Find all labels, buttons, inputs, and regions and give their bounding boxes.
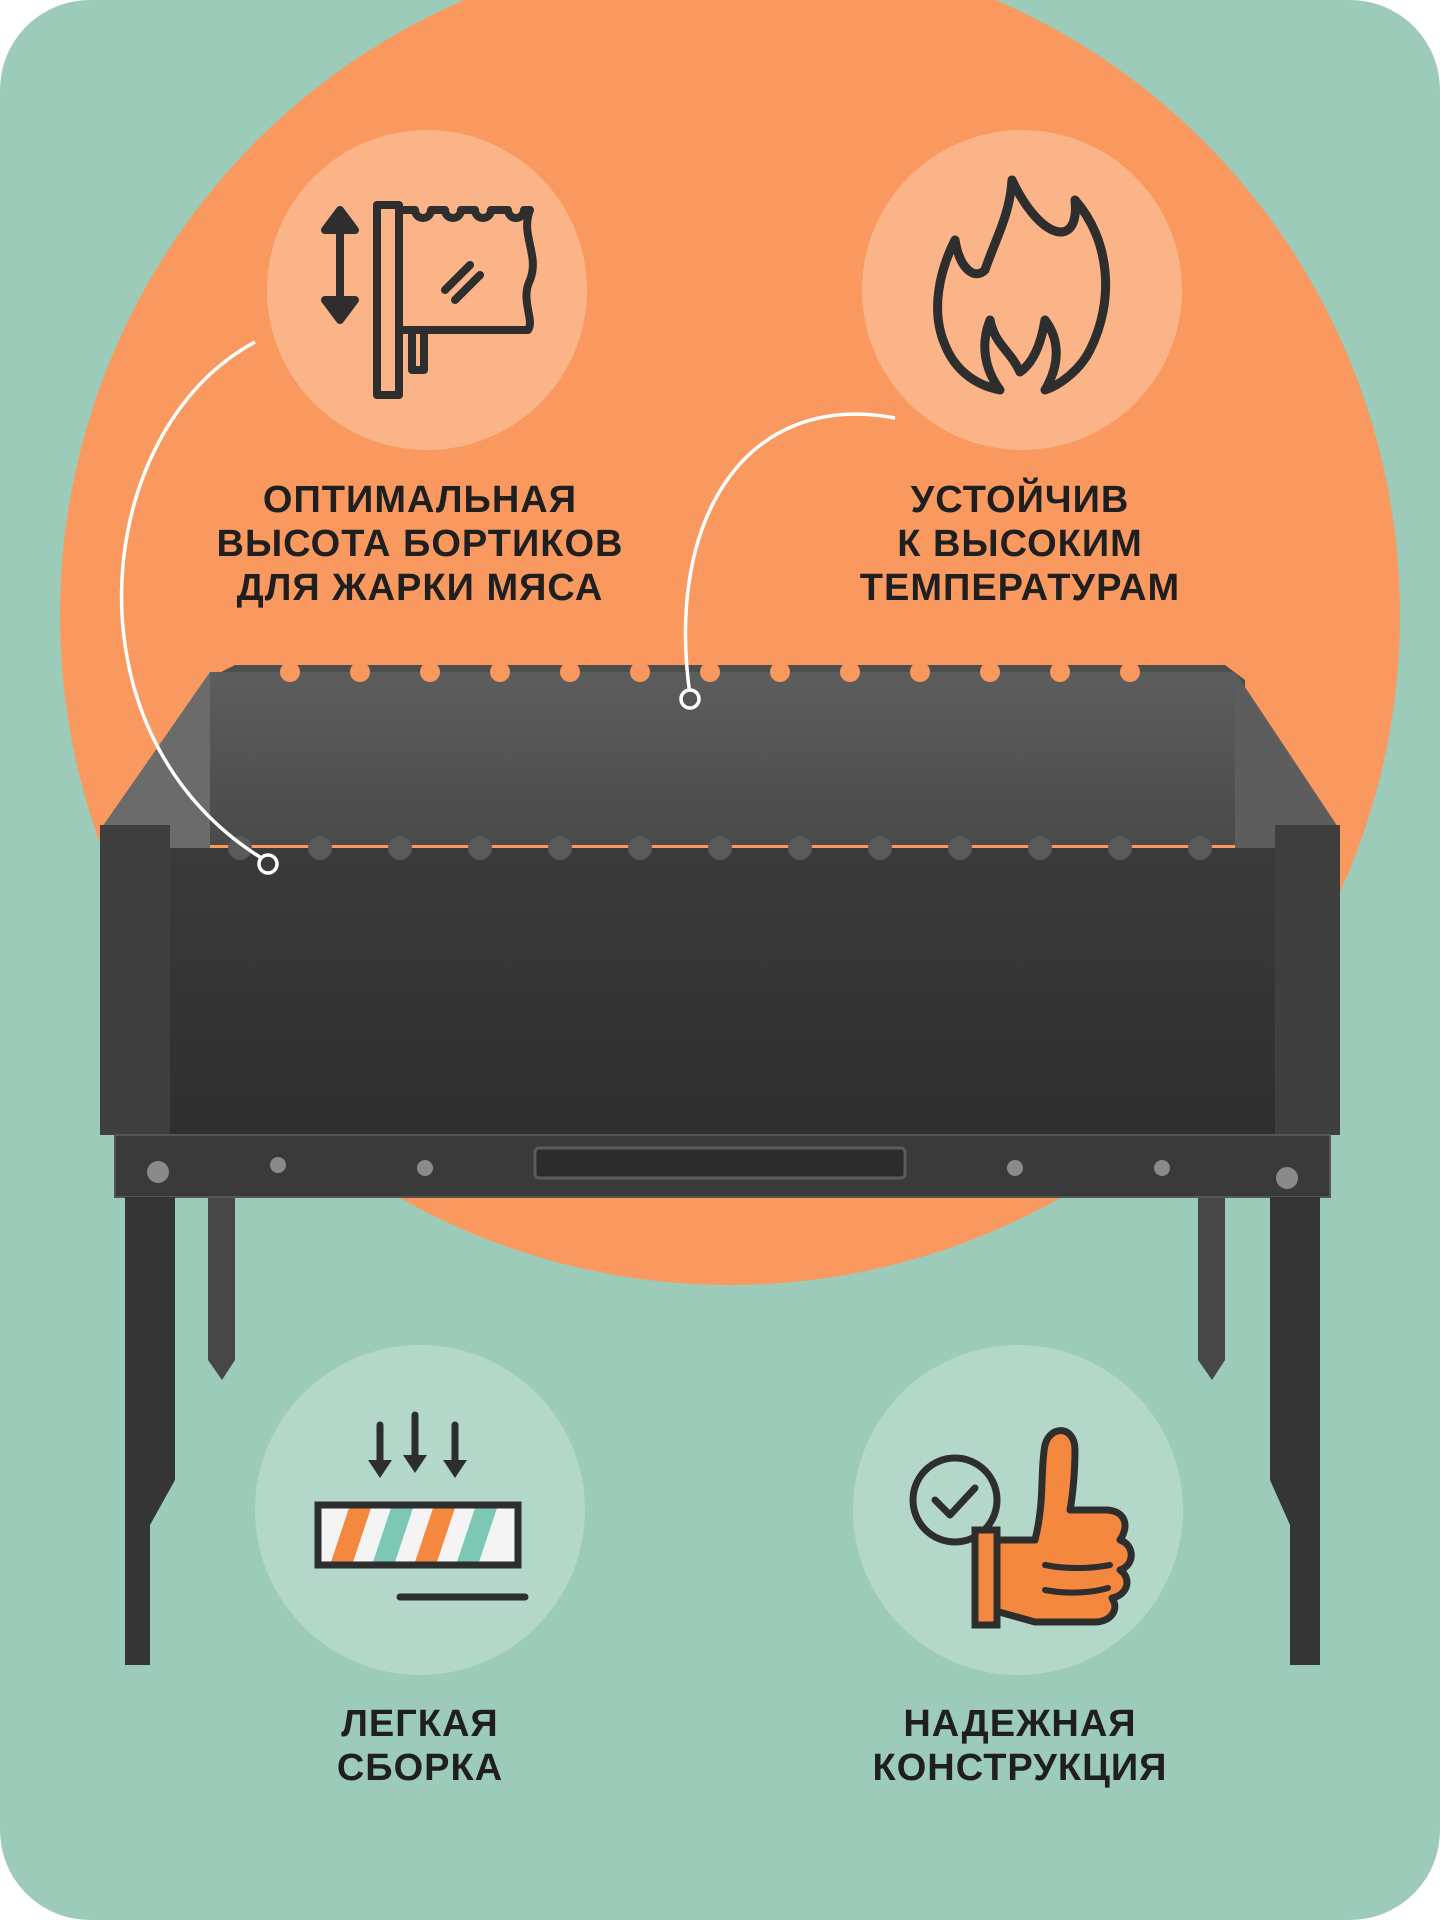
assembly-arrows-icon <box>314 1411 529 1601</box>
feature-label-heat-resistance: УСТОЙЧИВ К ВЫСОКИМ ТЕМПЕРАТУРАМ <box>859 479 1181 609</box>
grill-product-image <box>100 662 1340 1665</box>
callout-line-height <box>119 340 279 875</box>
feature-bubble-reliable <box>853 1345 1183 1675</box>
feature-label-easy-assembly: ЛЕГКАЯ СБОРКА <box>336 1703 504 1789</box>
feature-label-wall-height: ОПТИМАЛЬНАЯ ВЫСОТА БОРТИКОВ ДЛЯ ЖАРКИ МЯ… <box>216 479 624 609</box>
feature-bubble-heat <box>862 130 1182 450</box>
feature-label-reliable-construction: НАДЕЖНАЯ КОНСТРУКЦИЯ <box>872 1703 1168 1789</box>
feature-bubble-height <box>267 130 587 450</box>
flame-icon <box>933 175 1111 395</box>
thumbs-up-check-icon <box>909 1427 1135 1629</box>
grill-wall-height-icon <box>321 201 537 399</box>
callout-line-heat <box>679 412 896 710</box>
